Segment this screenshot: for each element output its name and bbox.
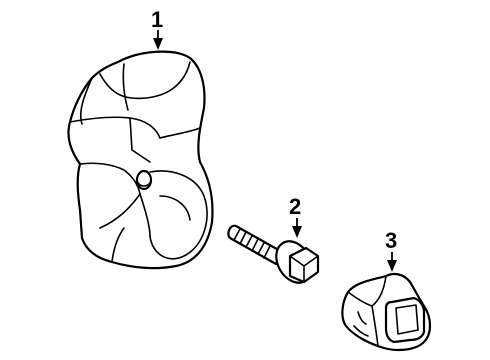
part-3-cap — [341, 272, 432, 352]
callout-3-label: 3 — [385, 228, 397, 253]
callout-2: 2 — [289, 194, 302, 238]
callout-3: 3 — [385, 228, 397, 272]
callout-2-label: 2 — [289, 194, 301, 219]
part-1-housing — [67, 50, 214, 270]
callout-3-arrowhead — [387, 260, 397, 272]
callout-1: 1 — [151, 7, 163, 50]
callout-1-label: 1 — [151, 7, 163, 32]
part-2-bolt — [227, 224, 320, 284]
callout-2-arrowhead — [292, 226, 302, 238]
callout-1-arrowhead — [153, 38, 163, 50]
